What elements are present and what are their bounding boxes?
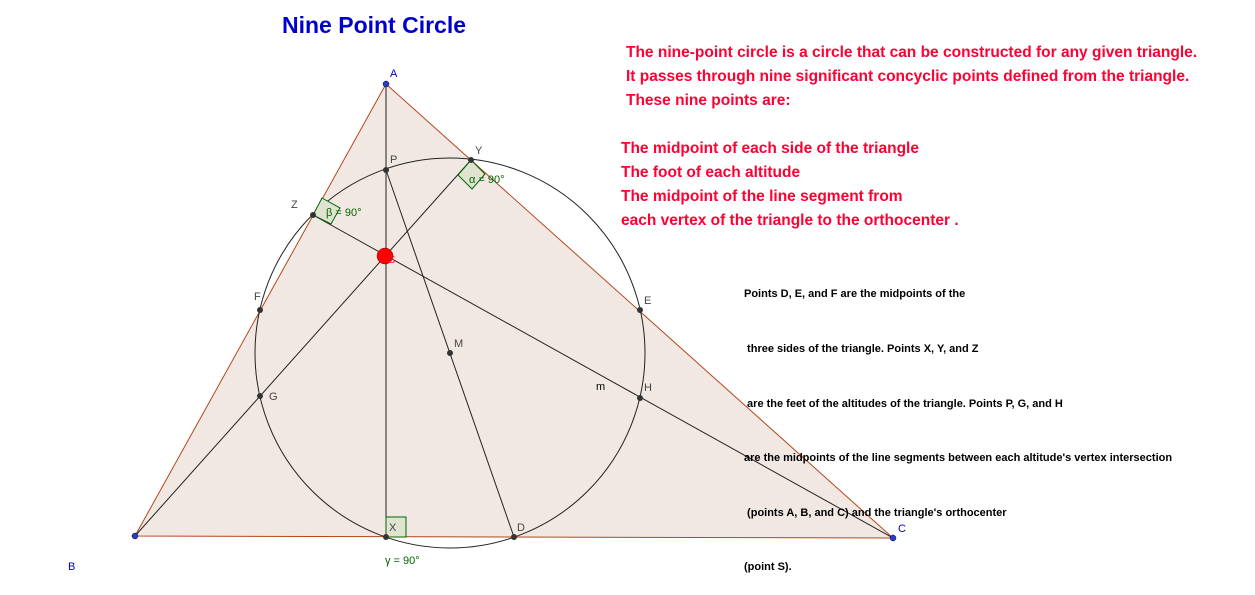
nine-point-circle[interactable] xyxy=(254,157,646,549)
label-m: M xyxy=(454,338,463,350)
points-list-item: each vertex of the triangle to the ortho… xyxy=(621,212,959,229)
label-b: B xyxy=(68,561,75,573)
label-x: X xyxy=(389,522,397,534)
label-f: F xyxy=(254,291,261,303)
point-x[interactable] xyxy=(383,534,389,540)
label-d: D xyxy=(517,522,525,534)
label-e: E xyxy=(644,295,651,307)
intro-line: The nine-point circle is a circle that c… xyxy=(626,44,1198,61)
explanation-line: Points D, E, and F are the midpoints of … xyxy=(744,288,966,301)
explanation-line: (points A, B, and C) and the triangle's … xyxy=(744,506,1007,519)
altitude-c[interactable] xyxy=(312,214,894,539)
label-p: P xyxy=(390,154,397,166)
explanation-line: three sides of the triangle. Points X, Y… xyxy=(744,343,979,356)
right-angle-x xyxy=(385,516,407,538)
point-d[interactable] xyxy=(511,534,517,540)
point-f[interactable] xyxy=(257,307,263,313)
orthocenter-s[interactable] xyxy=(376,247,394,265)
label-c: C xyxy=(898,523,906,535)
explanation-line: (point S). xyxy=(744,561,792,574)
angle-gamma-label: γ = 90° xyxy=(385,555,420,567)
label-m-segment: m xyxy=(596,381,605,393)
page-title: Nine Point Circle xyxy=(282,12,467,38)
vertex-c[interactable] xyxy=(889,534,897,542)
label-y: Y xyxy=(475,145,483,157)
vertex-a[interactable] xyxy=(382,80,390,88)
points-list-item: The foot of each altitude xyxy=(621,164,801,181)
explanation-line: are the feet of the altitudes of the tri… xyxy=(744,397,1063,410)
point-y[interactable] xyxy=(468,157,474,163)
label-s: S xyxy=(388,254,395,266)
points-list-item: The midpoint of the line segment from xyxy=(621,188,903,205)
angle-beta-label: β = 90° xyxy=(326,207,362,219)
label-z: Z xyxy=(291,199,298,211)
angle-alpha-label: α = 90° xyxy=(469,174,505,186)
point-m[interactable] xyxy=(447,350,453,356)
right-angle-y xyxy=(457,159,486,190)
explanation-line: are the midpoints of the line segments b… xyxy=(744,452,1173,465)
altitude-b[interactable] xyxy=(134,159,472,537)
point-z[interactable] xyxy=(310,212,316,218)
point-h[interactable] xyxy=(637,395,643,401)
vertex-b[interactable] xyxy=(131,532,139,540)
label-h: H xyxy=(644,382,652,394)
label-a: A xyxy=(390,68,398,80)
intro-line: These nine points are: xyxy=(626,92,791,109)
label-g: G xyxy=(269,391,278,403)
intro-line: It passes through nine significant concy… xyxy=(626,68,1190,85)
point-p[interactable] xyxy=(383,167,389,173)
right-angle-z xyxy=(312,197,341,225)
point-g[interactable] xyxy=(257,393,263,399)
points-list-item: The midpoint of each side of the triangl… xyxy=(621,140,919,157)
point-e[interactable] xyxy=(637,307,643,313)
